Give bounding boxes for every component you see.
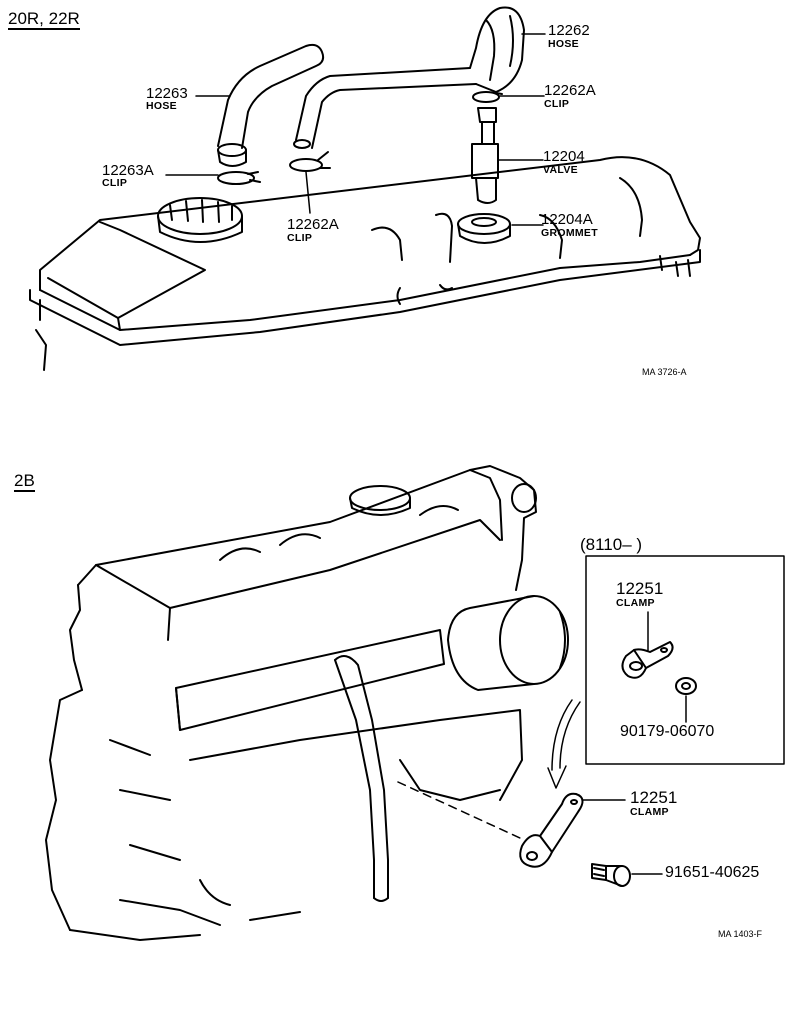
bolt-91651: [592, 864, 630, 886]
clip-12263a: [218, 172, 260, 184]
clip-12262a-lower: [290, 152, 330, 171]
engine-2b: [46, 466, 568, 940]
part-12251-name: CLAMP: [630, 806, 669, 818]
part-12263a-number: 12263A: [102, 162, 154, 179]
part-91651-number: 91651-40625: [665, 864, 760, 881]
part-12262a-upper-name: CLIP: [544, 98, 570, 110]
part-12251-number: 12251: [630, 788, 678, 807]
top-section-heading: 20R, 22R: [8, 9, 80, 30]
inset-part-90179-number: 90179-06070: [620, 723, 715, 740]
grommet-12204a: [458, 214, 510, 243]
part-12204-number: 12204: [543, 148, 585, 165]
part-12263-number: 12263: [146, 85, 188, 102]
part-12262a-upper-number: 12262A: [544, 82, 596, 99]
part-12204a-number: 12204A: [541, 211, 593, 228]
top-figure-code: MA 3726-A: [642, 367, 687, 377]
part-12204a-name: GROMMET: [541, 227, 598, 239]
part-12262a-lower-number: 12262A: [287, 216, 339, 233]
part-12263-name: HOSE: [146, 100, 177, 112]
clamp-12251: [520, 794, 582, 867]
inset-part-12251-number: 12251: [616, 579, 664, 598]
hose-12263: [218, 45, 323, 166]
valve-12204: [472, 108, 498, 203]
inset-title: (8110– ): [580, 535, 643, 554]
inset-clamp-12251: [622, 642, 672, 678]
curved-arrow: [548, 700, 580, 788]
inset-part-12251-name: CLAMP: [616, 597, 655, 609]
part-12204-name: VALVE: [543, 164, 578, 176]
part-12262-number: 12262: [548, 22, 590, 39]
part-12262-name: HOSE: [548, 38, 579, 50]
bottom-figure-code: MA 1403-F: [718, 929, 763, 939]
clip-12262a-upper: [473, 92, 502, 102]
inset-nut-90179: [676, 678, 696, 694]
dashed-mount-line: [398, 782, 520, 838]
top-leader-lines: [166, 34, 545, 225]
bottom-section-heading: 2B: [14, 471, 35, 492]
inset-leaders: [648, 612, 686, 722]
part-12263a-name: CLIP: [102, 177, 128, 189]
hose-12262: [294, 7, 524, 148]
inset-box: [586, 556, 784, 764]
valve-cover-top: [30, 157, 700, 370]
bottom-leaders: [582, 800, 662, 874]
part-12262a-lower-name: CLIP: [287, 232, 313, 244]
